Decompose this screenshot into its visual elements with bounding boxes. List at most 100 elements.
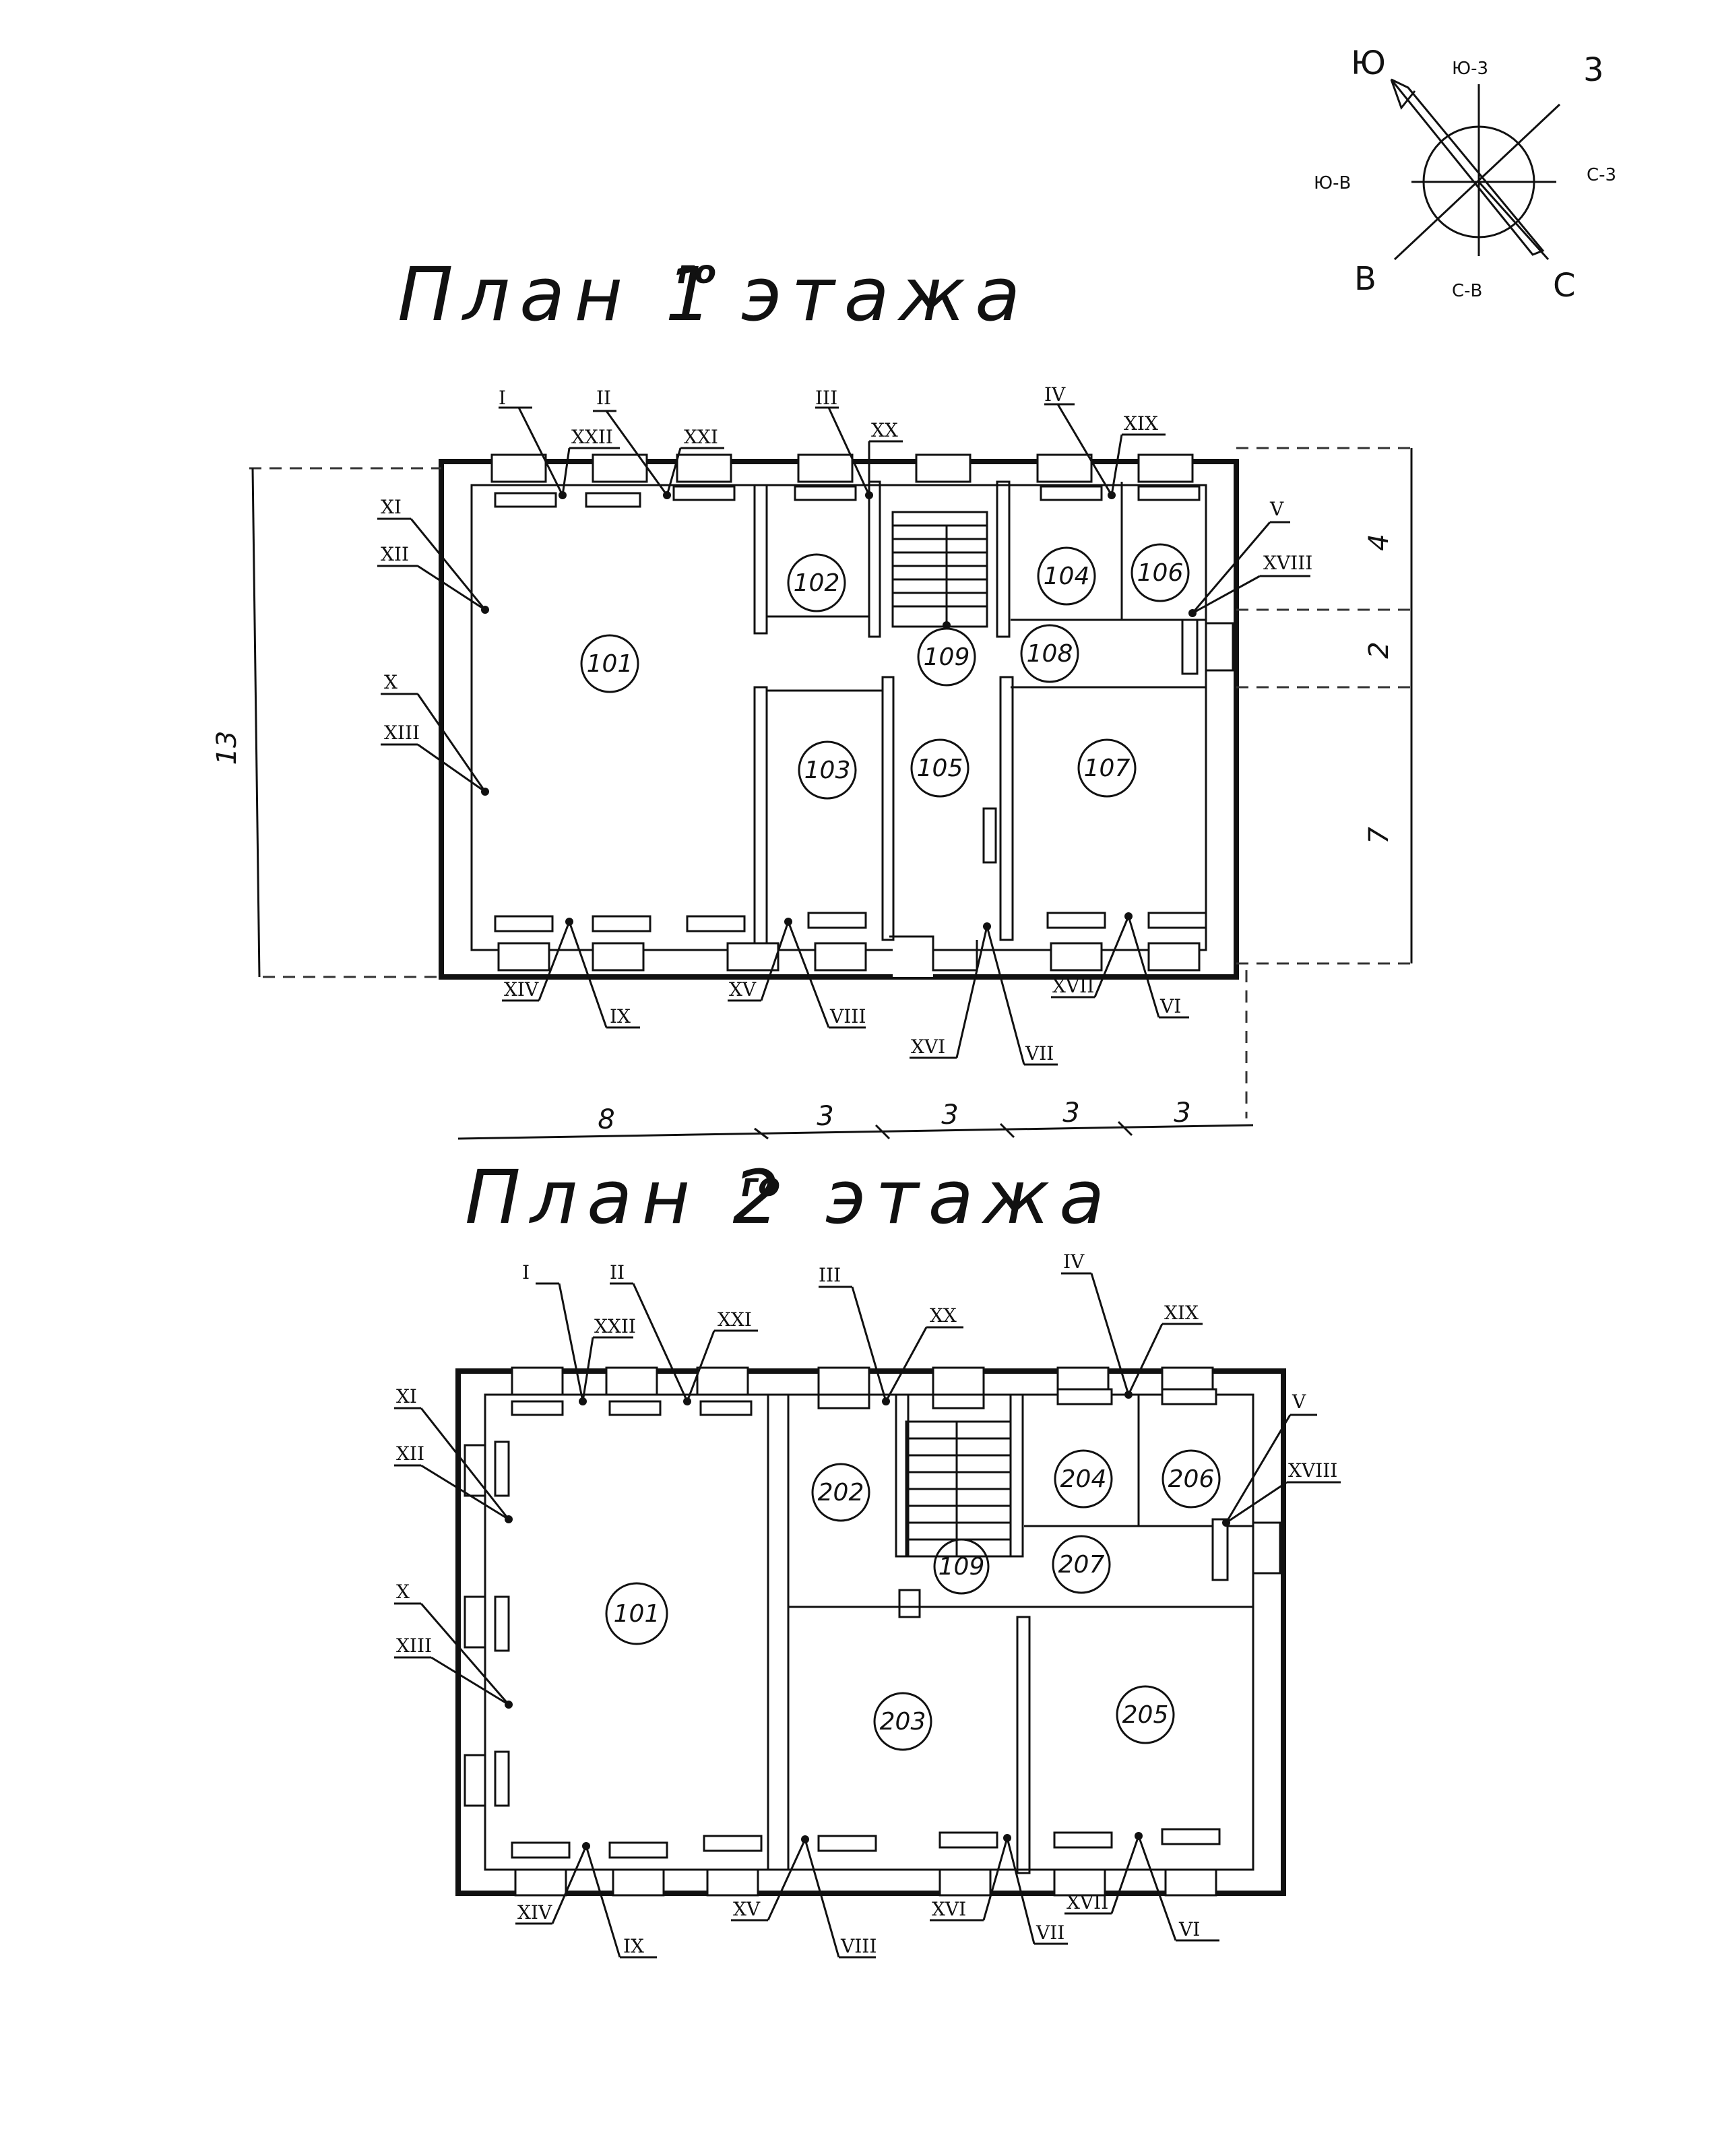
plan2-riser-XIX: XIX [1164, 1302, 1199, 1324]
plan1-title-sup: го [677, 253, 716, 291]
plan1-dim-bottom-3d: 3 [1174, 1098, 1190, 1129]
plan2-riser-XXI: XXI [718, 1308, 752, 1331]
plan1-leaders-bottom: XIV IX XV VIII XVI VII XVII VI [502, 916, 1189, 1066]
plan2-leaders-right: V XVIII [1225, 1391, 1341, 1524]
plan2-radiators-top [511, 1388, 1217, 1416]
plan2-riser-XI: XI [396, 1385, 417, 1407]
plan1-riser-IV: IV [1044, 383, 1066, 406]
plan2-outer-wall [455, 1368, 1286, 1896]
plan2-riser-XVIII: XVIII [1288, 1459, 1337, 1482]
plan1-riser-I: I [499, 387, 506, 409]
plan1-riser-XVII: XVII [1052, 975, 1094, 997]
plan2-leaders-bottom: XIV IX XV VIII XVI VII XVII VI [515, 1835, 1219, 1959]
plan1-riser-X: X [384, 671, 397, 693]
plan1-leaders-left: XI XII X XIII [377, 496, 486, 793]
plan1-floor: 101 102 103 104 105 106 107 108 109 [212, 383, 1415, 1140]
compass-label-north: С [1553, 267, 1576, 305]
plan1-riser-II: II [596, 387, 611, 409]
compass-label-sw: Ю-3 [1452, 59, 1488, 79]
plan1-riser-XXII: XXII [571, 426, 613, 448]
compass-label-east: В [1354, 260, 1376, 298]
plan2-riser-III: III [819, 1264, 841, 1286]
plan1-radiators-bottom [494, 912, 1207, 932]
plan2-riser-VI: VI [1178, 1918, 1200, 1940]
plan2-title: План 2 го этажа [465, 1154, 1114, 1240]
plan2-windows-top [511, 1366, 1214, 1396]
plan2-riser-XIII: XIII [396, 1635, 432, 1657]
plan1-riser-XV: XV [729, 978, 757, 1001]
plan1-riser-XI: XI [381, 496, 402, 518]
plan1-riser-XX: XX [871, 419, 898, 441]
plan1-riser-VIII: VIII [829, 1005, 866, 1027]
room-109: 109 [924, 643, 970, 671]
plan2-title-sup: го [741, 1166, 780, 1204]
plan2-riser-XVI: XVI [932, 1898, 966, 1920]
plan2-riser-VIII: VIII [840, 1935, 877, 1957]
plan1-dim-right-2: 2 [1364, 641, 1395, 658]
plan1-windows-top [490, 453, 1194, 483]
plan1-riser-XIV: XIV [504, 978, 539, 1001]
plan2-riser-XII: XII [396, 1442, 424, 1465]
plan2-riser-II: II [610, 1261, 625, 1283]
compass-rose: Ю 3 В С Ю-3 Ю-В С-3 С-В [1314, 44, 1616, 305]
plan1-dim-bottom-8: 8 [598, 1104, 614, 1135]
room-207: 207 [1058, 1551, 1105, 1579]
compass-label-west: 3 [1583, 51, 1604, 89]
plan2-riser-IX: IX [623, 1935, 644, 1957]
room-204: 204 [1060, 1465, 1107, 1493]
plan1-room-labels: 101 102 103 104 105 106 107 108 109 [580, 543, 1190, 800]
room-201-101: 101 [614, 1600, 660, 1628]
plan2-floor: 101 202 109 204 206 207 203 205 [394, 1250, 1341, 1959]
plan2-title-text: План 2 [465, 1154, 789, 1240]
plan1-windows-bottom [497, 942, 1201, 972]
plan1-radiators-top [494, 485, 1201, 508]
plan2-title-tail: этажа [825, 1154, 1114, 1240]
plan2-leaders-top: I II III IV XXII XXI XX XIX [522, 1250, 1203, 1402]
room-109-2: 109 [938, 1553, 985, 1581]
room-105: 105 [917, 755, 963, 782]
plan1-riser-XXI: XXI [684, 426, 718, 448]
plan2-windows-left [464, 1440, 510, 1807]
plan2-riser-XX: XX [930, 1304, 957, 1327]
room-106: 106 [1137, 559, 1184, 587]
plan2-riser-IV: IV [1063, 1250, 1085, 1273]
plan2-riser-XXII: XXII [594, 1315, 636, 1337]
plan1-leaders-right: V XVIII [1191, 498, 1312, 614]
plan2-windows-bottom [514, 1868, 1217, 1897]
plan2-riser-XIV: XIV [517, 1901, 552, 1924]
compass-label-south: Ю [1351, 44, 1386, 82]
plan2-riser-I: I [522, 1261, 530, 1283]
plan1-leader-dots [481, 491, 1197, 930]
plan1-riser-XII: XII [381, 543, 409, 565]
plan1-title: План 1 го этажа [397, 251, 1020, 338]
compass-label-se: Ю-В [1314, 173, 1351, 193]
room-104: 104 [1044, 563, 1090, 590]
plan1-dim-right-4: 4 [1364, 534, 1395, 550]
room-103: 103 [804, 757, 851, 784]
plan1-dim-bottom-3a: 3 [817, 1101, 833, 1132]
room-101: 101 [587, 650, 633, 678]
room-107: 107 [1084, 755, 1131, 782]
plan1-dim-right-7: 7 [1364, 827, 1395, 844]
plan2-leaders-left: XI XII X XIII [394, 1385, 510, 1706]
plan2-stairs [905, 1420, 1012, 1558]
plan1-riser-V: V [1269, 498, 1284, 520]
room-205: 205 [1122, 1701, 1169, 1729]
room-206: 206 [1168, 1465, 1215, 1493]
plan1-riser-XIII: XIII [384, 722, 420, 744]
plan1-dim-bottom-3b: 3 [941, 1100, 958, 1131]
plan1-riser-VI: VI [1159, 995, 1181, 1017]
plan2-riser-V: V [1292, 1391, 1306, 1413]
compass-needle [1390, 78, 1545, 256]
plan2-riser-XV: XV [733, 1898, 761, 1920]
plan1-riser-XIX: XIX [1124, 412, 1158, 435]
room-108: 108 [1027, 640, 1073, 668]
plan2-riser-XVII: XVII [1067, 1891, 1108, 1913]
plan1-dim-left: 13 [212, 731, 243, 765]
plan1-dim-bottom-3c: 3 [1062, 1098, 1079, 1129]
plan2-riser-VII: VII [1036, 1922, 1064, 1944]
plan1-title-text: План 1 [397, 251, 722, 338]
compass-label-ne: С-В [1452, 281, 1482, 301]
plan1-riser-XVI: XVI [911, 1036, 945, 1058]
